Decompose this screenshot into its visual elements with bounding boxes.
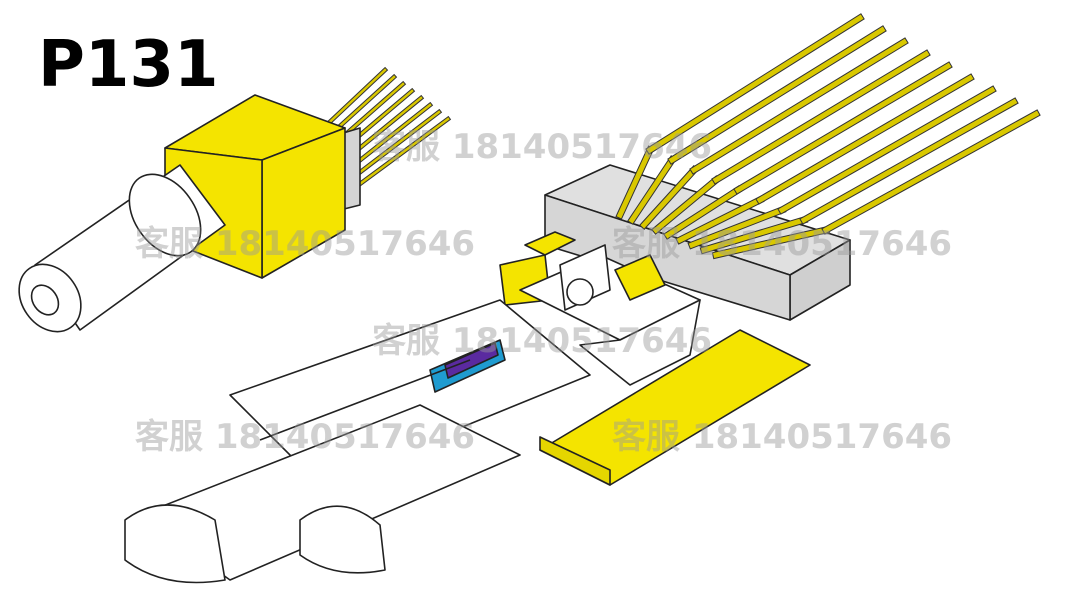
pin bbox=[700, 216, 808, 254]
laser-chip bbox=[614, 254, 666, 301]
ferrule-purple bbox=[444, 342, 499, 379]
pin bbox=[734, 62, 952, 194]
sleeve-ring bbox=[299, 505, 386, 574]
watermark: 客服 18140517646 bbox=[372, 321, 712, 361]
pin bbox=[800, 98, 1018, 224]
pin bbox=[668, 26, 886, 164]
pin bbox=[628, 156, 676, 224]
pin bbox=[756, 74, 974, 204]
watermark: 客服 18140517646 bbox=[372, 127, 712, 167]
pin bbox=[690, 38, 908, 174]
pin bbox=[652, 176, 720, 234]
pin bbox=[712, 50, 930, 184]
pin bbox=[664, 186, 742, 239]
exploded-module bbox=[124, 13, 1041, 584]
watermark: 客服 18140517646 bbox=[135, 224, 475, 264]
assembled-module bbox=[18, 66, 452, 333]
pin bbox=[640, 166, 698, 229]
pin bbox=[616, 146, 654, 219]
watermark: 客服 18140517646 bbox=[612, 417, 952, 457]
watermarks: 客服 18140517646 客服 18140517646 客服 1814051… bbox=[135, 127, 952, 457]
sleeve-end bbox=[124, 504, 226, 584]
small-flange bbox=[128, 173, 202, 257]
pin bbox=[676, 196, 764, 244]
watermark: 客服 18140517646 bbox=[612, 224, 952, 264]
pin bbox=[778, 86, 996, 214]
pin bbox=[347, 117, 450, 194]
fiber-line bbox=[259, 359, 471, 441]
title: P131 bbox=[38, 28, 219, 102]
small-sleeve-bore bbox=[30, 284, 60, 316]
lens-icon bbox=[566, 278, 594, 306]
watermark: 客服 18140517646 bbox=[135, 417, 475, 457]
pin bbox=[822, 110, 1040, 234]
large-pins bbox=[615, 13, 1041, 260]
pin bbox=[713, 227, 829, 258]
pin bbox=[646, 14, 864, 154]
yellow-base-edge bbox=[539, 436, 611, 486]
tec-pillars bbox=[579, 299, 701, 386]
pin bbox=[688, 206, 786, 249]
yellow-pad bbox=[524, 231, 576, 256]
